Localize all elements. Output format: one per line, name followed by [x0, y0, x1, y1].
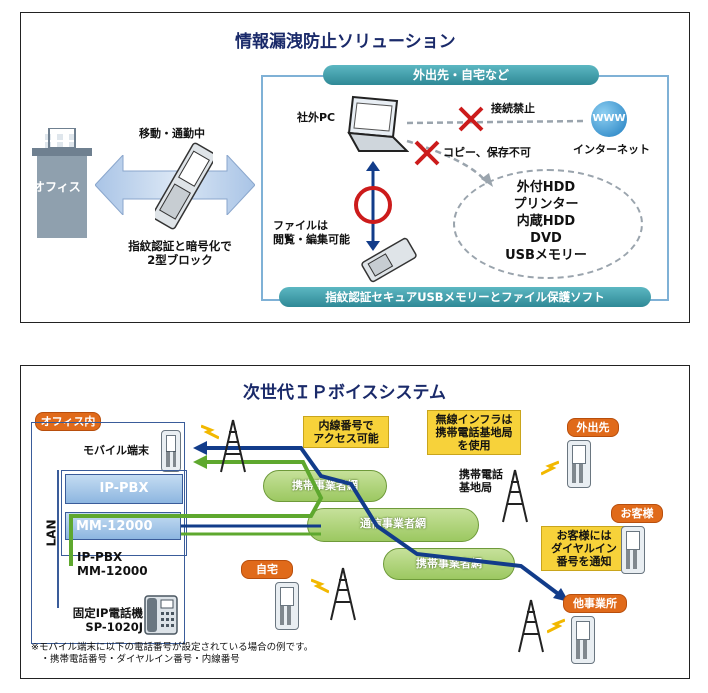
wireless-callout: 無線インフラは 携帯電話基地局 を使用 — [427, 410, 521, 455]
devices-ellipse — [453, 169, 643, 279]
base-station-label: 携帯電話 基地局 — [459, 468, 503, 494]
www-globe-icon: WWW — [591, 101, 627, 137]
customer-callout: お客様には ダイヤルイン 番号を通知 — [541, 526, 627, 571]
signal-bolt-icon — [541, 460, 559, 476]
block-label: 指紋認証と暗号化で 2型ブロック — [128, 239, 232, 267]
signal-bolt-icon — [547, 618, 565, 634]
mobile-terminal-label: モバイル端末 — [83, 444, 149, 457]
copy-forbidden-label: コピー、保存不可 — [443, 146, 531, 159]
tag-other-office: 他事業所 — [563, 594, 627, 613]
footnote: ※モバイル端末に以下の電話番号が設定されている場合の例です。 ・携帯電話番号・ダ… — [31, 642, 314, 665]
ip-voice-panel: 次世代ＩＰボイスシステム オフィス内 モバイル端末 LAN IP-PBX MM-… — [20, 365, 690, 679]
office-tag: オフィス内 — [35, 412, 101, 431]
usb-device-icon — [155, 142, 213, 230]
pc-label: 社外PC — [297, 111, 336, 124]
mobile-phone-icon — [571, 616, 595, 664]
office-building-icon — [32, 128, 92, 238]
internet-label: インターネット — [573, 143, 650, 156]
block-connect-icon — [458, 106, 484, 132]
tag-home: 自宅 — [241, 560, 293, 579]
device-item: 外付HDD — [516, 180, 576, 195]
outside-banner: 外出先・自宅など — [323, 65, 599, 85]
tag-customer: お客様 — [611, 504, 663, 523]
radio-tower-icon — [330, 567, 356, 621]
moving-label: 移動・通勤中 — [139, 127, 205, 140]
office-label: オフィス — [33, 180, 81, 194]
tag-outside: 外出先 — [567, 418, 619, 437]
device-item: USBメモリー — [505, 248, 587, 263]
device-item: 内蔵HDD — [516, 214, 576, 229]
allowed-access-icon — [354, 161, 392, 251]
panel1-title: 情報漏洩防止ソリューション — [235, 32, 456, 52]
ipbx-box: IP-PBX — [65, 474, 183, 504]
radio-tower-icon — [502, 469, 528, 523]
laptop-icon — [347, 95, 409, 152]
device-list: 外付HDD プリンター 内蔵HDD DVD USBメモリー — [453, 179, 639, 264]
extension-callout: 内線番号で アクセス可能 — [303, 416, 389, 448]
device-item: DVD — [530, 231, 562, 246]
signal-bolt-icon — [311, 578, 329, 594]
box-bracket — [61, 470, 187, 556]
connect-forbidden-label: 接続禁止 — [491, 102, 535, 115]
signal-paths — [69, 441, 569, 602]
ipbx-name-label: IP-PBX MM-12000 — [77, 550, 148, 578]
radio-tower-icon — [220, 419, 246, 473]
device-item: プリンター — [513, 197, 579, 212]
usb-memory-icon — [361, 237, 417, 283]
mobile-phone-icon — [621, 526, 645, 574]
mobile-phone-icon — [275, 582, 299, 630]
fixed-phone-label: 固定IP電話機 SP-1020J — [72, 606, 143, 634]
mobile-phone-icon — [567, 440, 591, 488]
radio-tower-icon — [518, 599, 544, 653]
block-copy-icon — [414, 140, 440, 166]
panel2-title: 次世代ＩＰボイスシステム — [243, 383, 446, 403]
file-access-label: ファイルは 閲覧・編集可能 — [273, 219, 350, 246]
mobile-phone-icon — [161, 430, 181, 472]
security-panel: 情報漏洩防止ソリューション オフィス 移動・通勤中 指紋認証と暗号化で 2型ブロ… — [20, 12, 690, 323]
usb-solution-banner: 指紋認証セキュアUSBメモリーとファイル保護ソフト — [279, 287, 651, 307]
signal-bolt-icon — [201, 424, 219, 440]
desk-phone-icon — [144, 595, 178, 635]
lan-line — [57, 470, 59, 608]
